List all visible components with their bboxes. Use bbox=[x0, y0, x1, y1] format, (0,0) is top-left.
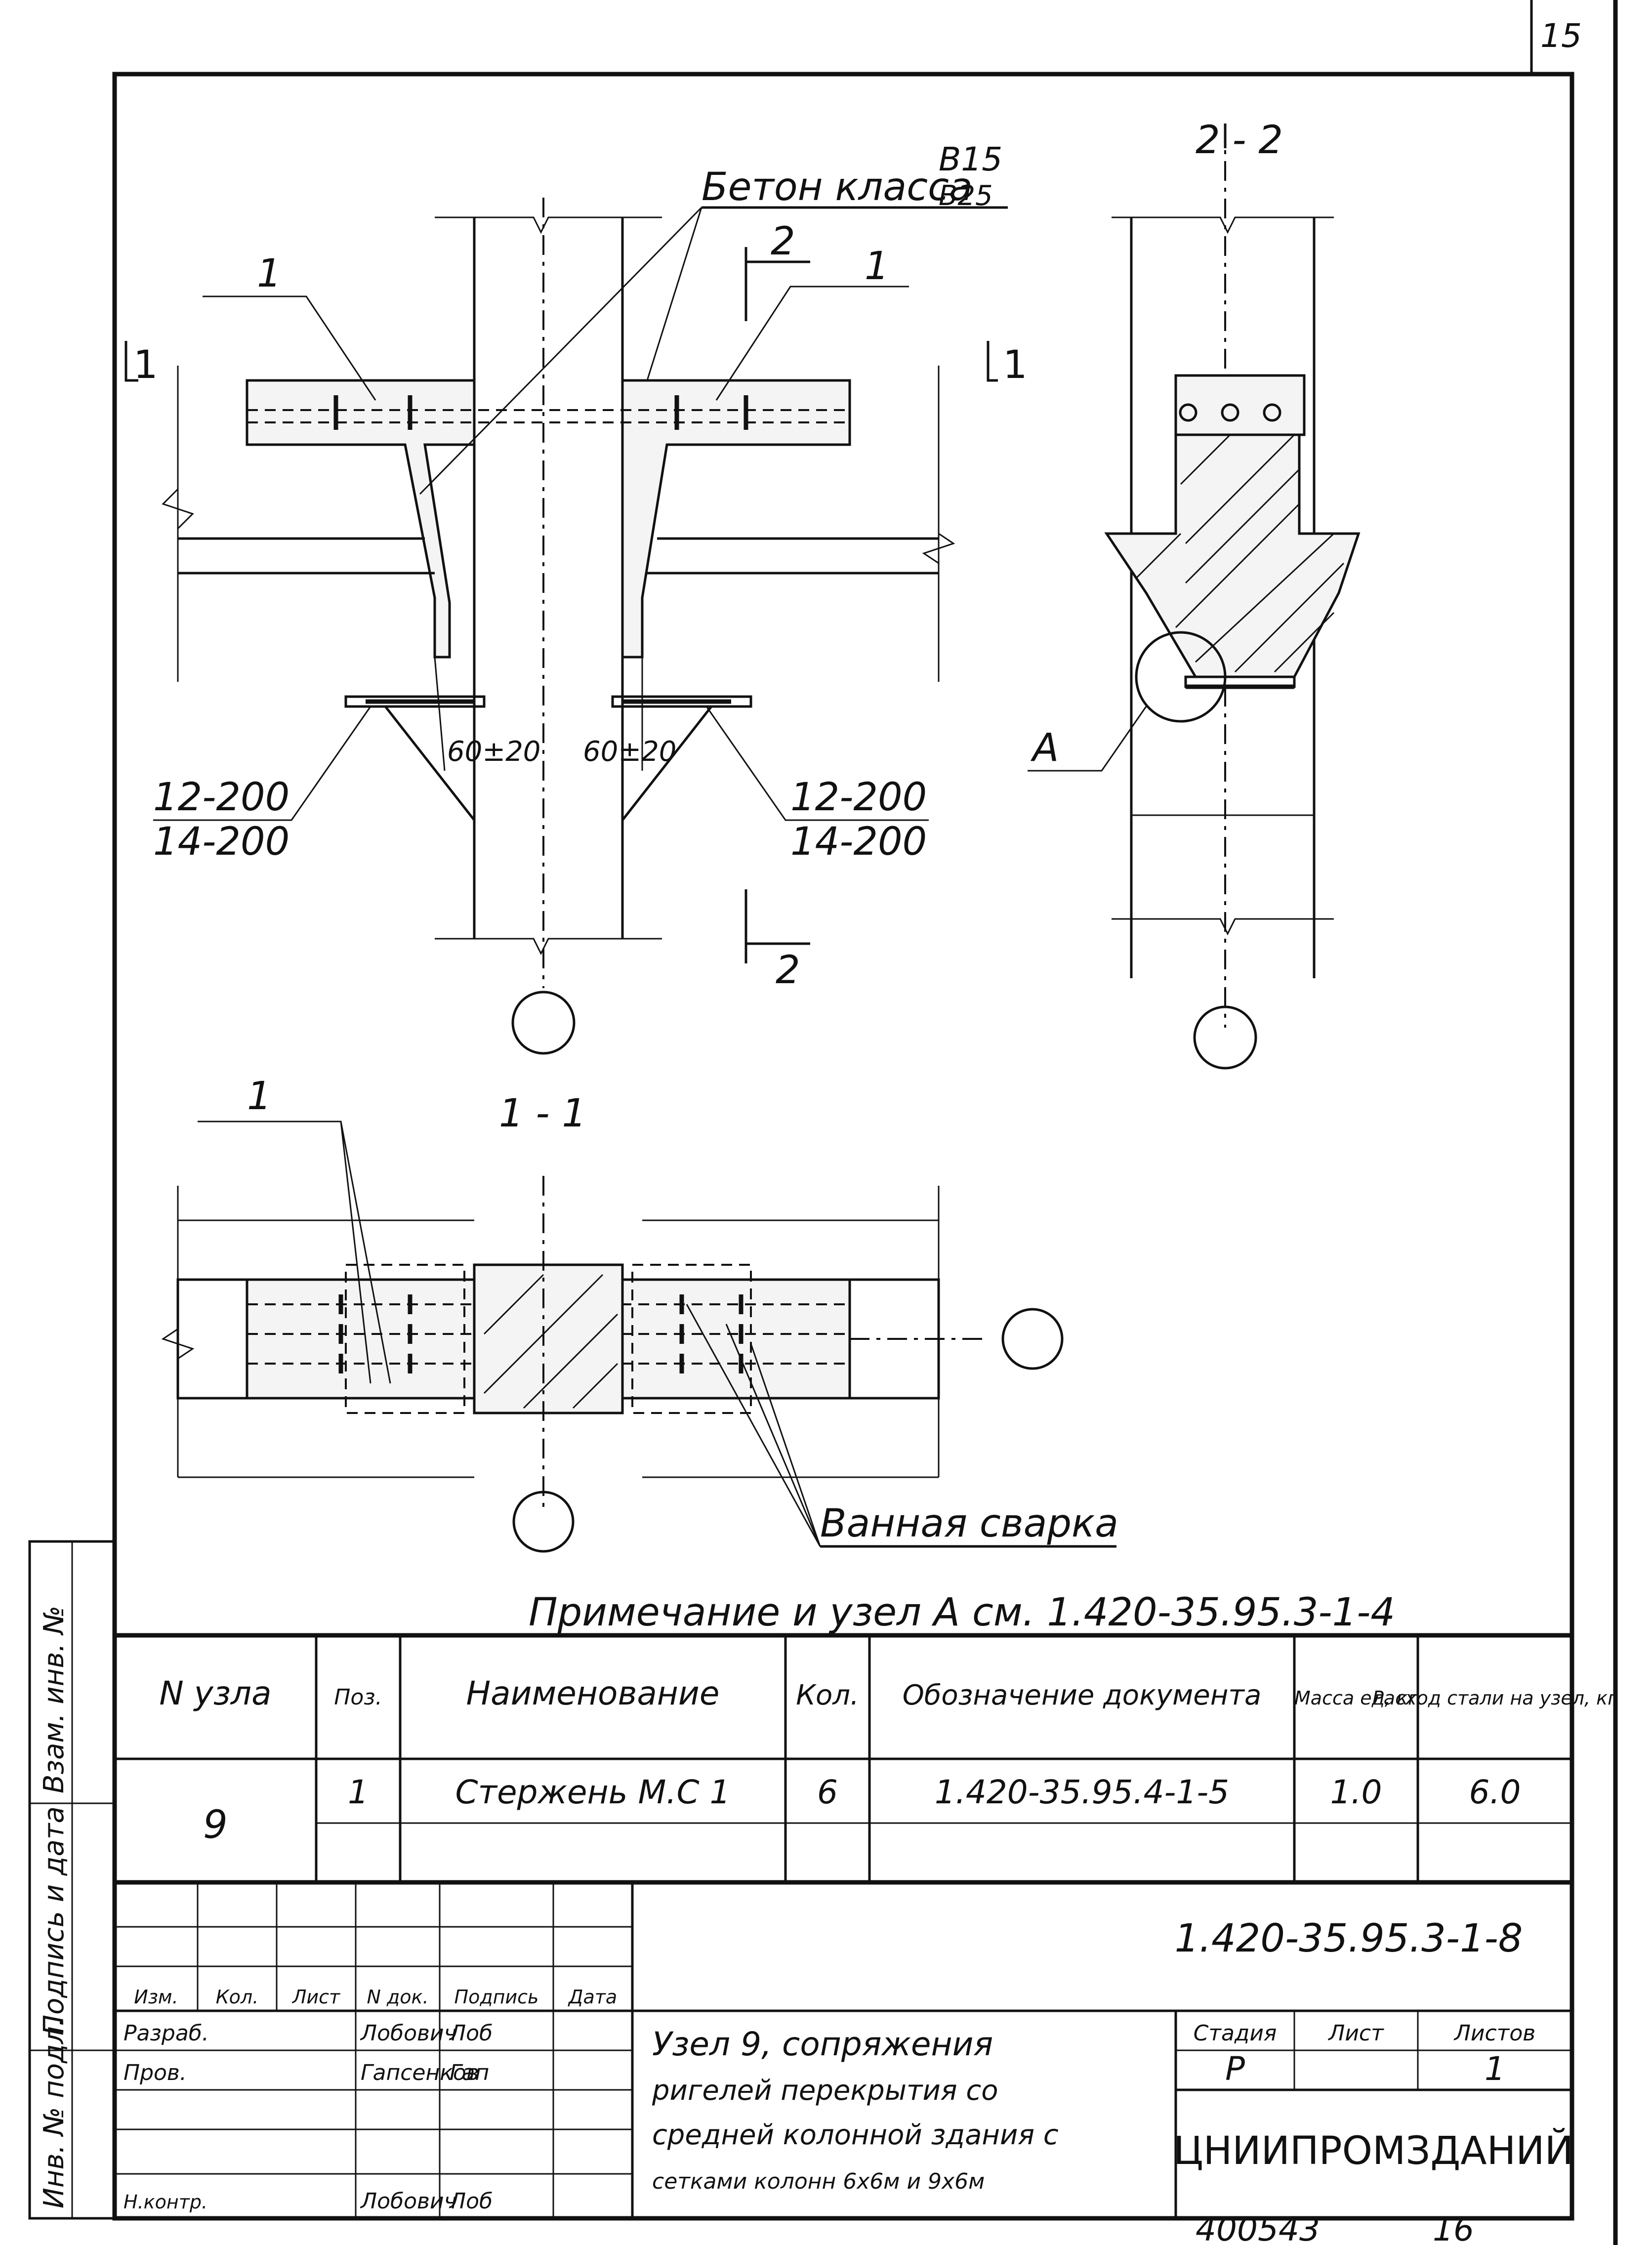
rebar-left-bottom: 14-200 bbox=[153, 820, 289, 864]
section-2-2-hatch bbox=[1135, 434, 1345, 673]
tb-title-line-2: ригелей перекрытия со bbox=[652, 2075, 998, 2107]
tb-title-line-4: сетками колонн 6х6м и 9х6м bbox=[652, 2169, 985, 2194]
rebar-right-bottom: 14-200 bbox=[790, 820, 927, 864]
tb-name-check: Гапсенков bbox=[361, 2060, 479, 2085]
dim-gap-right: 60±20 bbox=[583, 736, 676, 768]
mark-1-left: 1 bbox=[257, 251, 282, 296]
tb-name-dev: Лобович bbox=[360, 2021, 457, 2046]
tb-title: Узел 9, сопряжения ригелей перекрытия со… bbox=[652, 2025, 1059, 2194]
tb-stage-label: Стадия bbox=[1194, 2021, 1277, 2046]
tb-sheets-value: 1 bbox=[1485, 2050, 1505, 2088]
section-1-1-mark: 1 bbox=[247, 1074, 272, 1119]
page-number: 15 bbox=[1540, 17, 1582, 55]
tb-head-date: Дата bbox=[568, 1986, 617, 2008]
tb-organization: ЦНИИПРОМЗДАНИЙ bbox=[1173, 2128, 1573, 2173]
drawing-note: Примечание и узел А см. 1.420-35.95.3-1-… bbox=[529, 1590, 1395, 1635]
side-stamp-inv-orig: Инв. № подл. bbox=[38, 2018, 70, 2208]
tb-head-izm: Изм. bbox=[134, 1986, 178, 2008]
node-a-ref: A bbox=[1030, 726, 1059, 770]
tb-role-dev: Разраб. bbox=[124, 2021, 209, 2046]
concrete-label: Бетон класса bbox=[702, 165, 973, 209]
tb-head-ndok: N док. bbox=[367, 1986, 428, 2008]
th-node: N узла bbox=[159, 1674, 271, 1712]
dim-gap-left: 60±20 bbox=[447, 736, 540, 768]
section-2-2-title: 2 - 2 bbox=[1196, 118, 1283, 163]
th-pos: Поз. bbox=[334, 1685, 382, 1710]
archive-number: 400543 bbox=[1196, 2210, 1320, 2245]
cut-1-right: 1 bbox=[1003, 343, 1028, 387]
section-1-1-title: 1 - 1 bbox=[499, 1091, 586, 1136]
cut-1-left: 1 bbox=[133, 343, 158, 387]
tb-title-line-3: средней колонной здания с bbox=[652, 2119, 1059, 2151]
th-name: Наименование bbox=[466, 1674, 720, 1712]
spec-row: 9 1 Стержень М.С 1 6 1.420-35.95.4-1-5 1… bbox=[203, 1773, 1521, 1847]
side-stamp: Инв. № подл. Подпись и дата Взам. инв. № bbox=[28, 1540, 116, 2220]
title-block bbox=[112, 1880, 1574, 2221]
tb-role-check: Пров. bbox=[124, 2060, 187, 2085]
spec-table bbox=[112, 1633, 1574, 1885]
cell-steel: 6.0 bbox=[1469, 1773, 1521, 1811]
section-1-1 bbox=[161, 1121, 1116, 1553]
side-stamp-sign-date: Подпись и дата bbox=[38, 1806, 70, 2036]
tb-roles: Разраб. Лобович Лоб Пров. Гапсенков Гап … bbox=[124, 2021, 493, 2214]
format-code: 16 bbox=[1433, 2210, 1474, 2245]
drawing-code: 1.420-35.95.3-1-8 bbox=[1175, 1916, 1523, 1961]
th-qty: Кол. bbox=[796, 1679, 859, 1711]
tb-name-norm: Лобович bbox=[360, 2189, 457, 2214]
side-stamp-inv-repl: Взам. инв. № bbox=[38, 1606, 70, 1793]
cell-qty: 6 bbox=[817, 1773, 838, 1811]
tb-sheet-label: Лист bbox=[1327, 2021, 1384, 2046]
tb-role-norm: Н.контр. bbox=[124, 2191, 207, 2213]
tb-head-list: Лист bbox=[291, 1986, 341, 2008]
rebar-left-top: 12-200 bbox=[153, 775, 289, 820]
weld-label: Ванная сварка bbox=[820, 1501, 1118, 1546]
tb-sheets-label: Листов bbox=[1453, 2021, 1535, 2046]
cell-doc: 1.420-35.95.4-1-5 bbox=[935, 1773, 1229, 1811]
elevation-view bbox=[124, 198, 1008, 1055]
tb-sign-norm: Лоб bbox=[449, 2189, 493, 2214]
sheet-frame bbox=[112, 0, 1618, 2245]
concrete-class-bottom: B25 bbox=[939, 180, 993, 212]
tb-head-kol: Кол. bbox=[216, 1986, 259, 2008]
concrete-class-top: B15 bbox=[939, 140, 1002, 178]
th-steel: Расход стали на узел, кг bbox=[1372, 1687, 1618, 1709]
cut-2-bottom: 2 bbox=[776, 948, 800, 993]
tb-stage-value: Р bbox=[1225, 2050, 1245, 2088]
th-doc: Обозначение документа bbox=[903, 1679, 1262, 1711]
cut-2-top: 2 bbox=[771, 219, 795, 264]
cell-pos: 1 bbox=[348, 1773, 369, 1811]
rebar-right-top: 12-200 bbox=[790, 775, 927, 820]
tb-sign-check: Гап bbox=[450, 2060, 489, 2085]
tb-sign-dev: Лоб bbox=[449, 2021, 493, 2046]
cell-name: Стержень М.С 1 bbox=[455, 1773, 730, 1811]
th-mass: Масса ед, кг bbox=[1294, 1687, 1418, 1709]
tb-head-sign: Подпись bbox=[454, 1986, 539, 2008]
cell-node: 9 bbox=[203, 1803, 228, 1847]
section-2-2 bbox=[1028, 124, 1361, 1070]
cell-mass: 1.0 bbox=[1330, 1773, 1382, 1811]
tb-title-line-1: Узел 9, сопряжения bbox=[652, 2025, 993, 2063]
tb-col-headers: Изм. Кол. Лист N док. Подпись Дата bbox=[134, 1986, 617, 2008]
mark-1-right: 1 bbox=[865, 244, 889, 289]
